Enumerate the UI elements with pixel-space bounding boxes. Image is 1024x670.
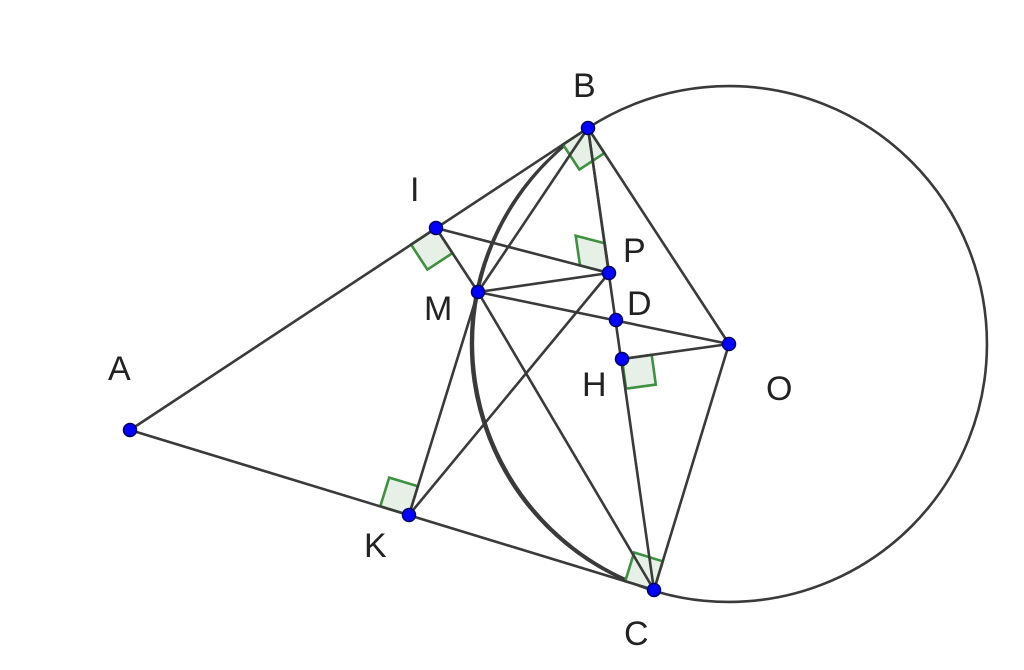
label-C: C — [624, 615, 649, 653]
segment-mp — [476, 271, 611, 294]
label-A: A — [108, 350, 131, 388]
point-o — [721, 336, 737, 352]
label-layer: A B C O I K M P D H — [108, 67, 792, 653]
point-layer — [122, 120, 737, 598]
segment-bo — [586, 126, 731, 346]
point-m — [470, 284, 486, 300]
label-M: M — [424, 290, 452, 328]
point-c — [646, 582, 662, 598]
point-i — [428, 220, 444, 236]
segment-mo — [476, 290, 731, 346]
right-angle-marker-i — [409, 226, 455, 272]
label-P: P — [623, 232, 646, 270]
arc-layer — [471, 126, 655, 592]
point-a — [122, 422, 138, 438]
segment-pb — [586, 126, 611, 275]
segment-ho — [620, 342, 731, 361]
label-H: H — [582, 366, 607, 404]
label-I: I — [410, 171, 419, 209]
circle-o — [469, 84, 989, 604]
circle-layer — [469, 84, 989, 604]
point-p — [601, 265, 617, 281]
point-b — [580, 120, 596, 136]
label-B: B — [573, 67, 596, 105]
point-h — [614, 351, 630, 367]
segment-ab — [128, 126, 590, 432]
label-D: D — [627, 285, 652, 323]
segment-co — [652, 342, 731, 592]
segment-mc — [476, 290, 656, 592]
segment-ip — [434, 226, 611, 275]
segment-mb — [476, 126, 590, 294]
arc-bmc — [471, 126, 655, 592]
segment-mk — [407, 290, 480, 517]
label-K: K — [364, 527, 387, 565]
segment-ac — [128, 428, 656, 592]
point-k — [401, 507, 417, 523]
label-O: O — [766, 370, 792, 408]
segment-kp — [407, 271, 611, 517]
point-d — [608, 312, 624, 328]
segment-im — [434, 226, 480, 294]
